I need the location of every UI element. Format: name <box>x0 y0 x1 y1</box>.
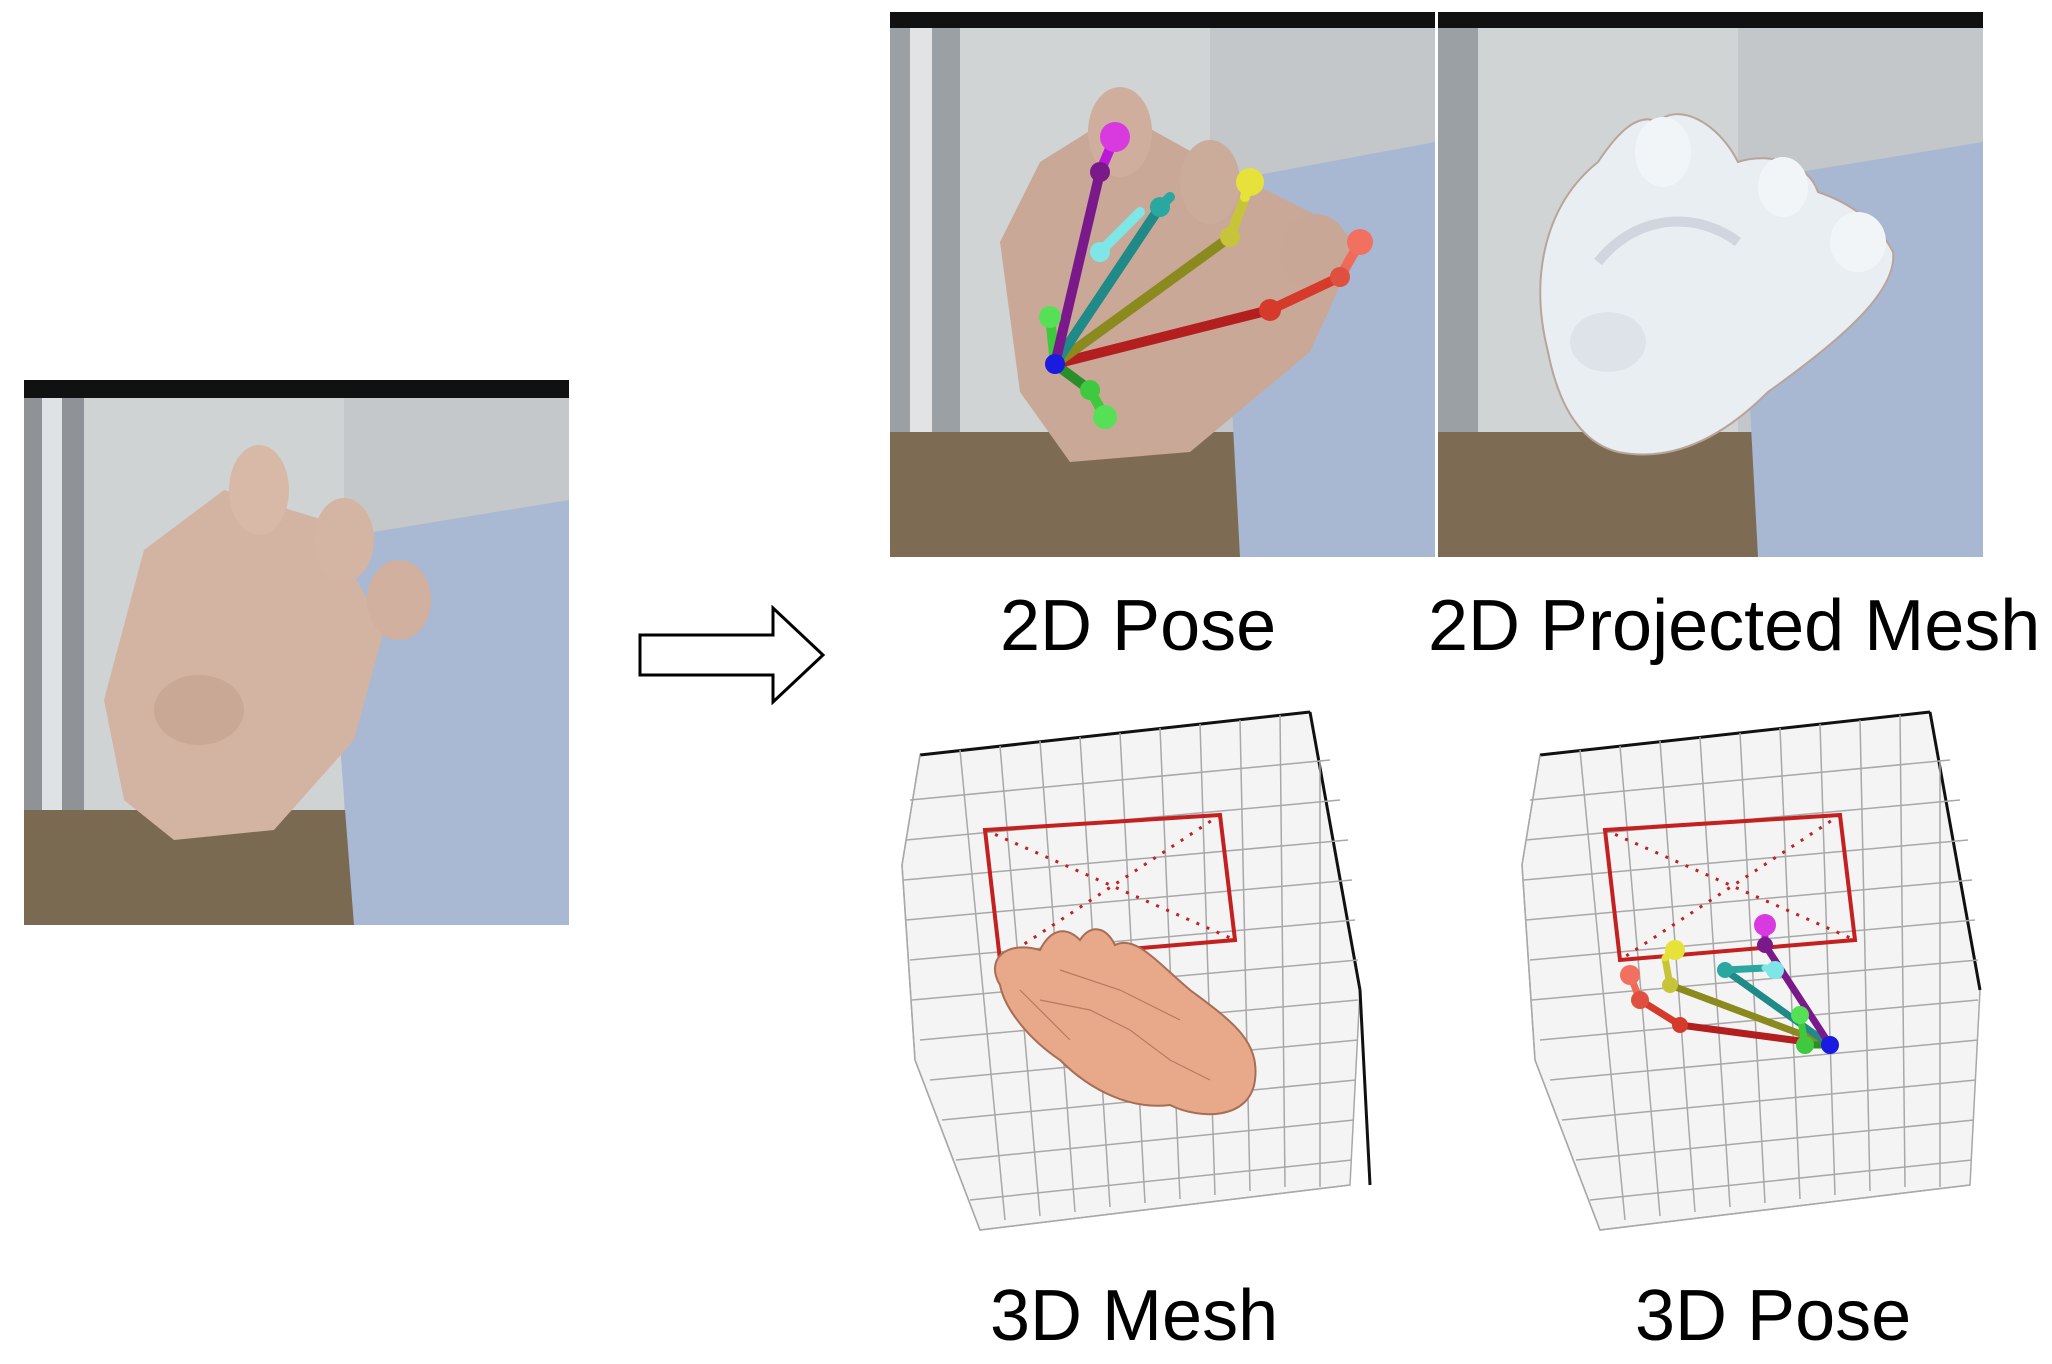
mesh2d-image <box>1438 12 1983 557</box>
mesh2d-caption: 2D Projected Mesh <box>1428 586 2041 666</box>
mesh3d-camera-frustum <box>982 812 1238 963</box>
mesh3d-caption: 3D Mesh <box>990 1276 1279 1356</box>
input-hand-image <box>24 380 569 925</box>
pose3d-camera-frustum <box>1602 812 1858 963</box>
pose3d-caption: 3D Pose <box>1635 1276 1912 1356</box>
mesh3d-hand-mesh <box>994 928 1257 1116</box>
pose3d-joints <box>1620 914 1839 1054</box>
mesh3d-plot <box>890 700 1390 1240</box>
pose2d-joints <box>1039 122 1373 429</box>
pose2d-skeleton <box>1039 122 1373 429</box>
right-arrow-outline-icon <box>638 605 828 705</box>
input-photo <box>24 380 569 925</box>
pose2d-caption: 2D Pose <box>1000 586 1277 666</box>
pose2d-image <box>890 12 1435 557</box>
pose3d-plot <box>1510 700 2010 1240</box>
